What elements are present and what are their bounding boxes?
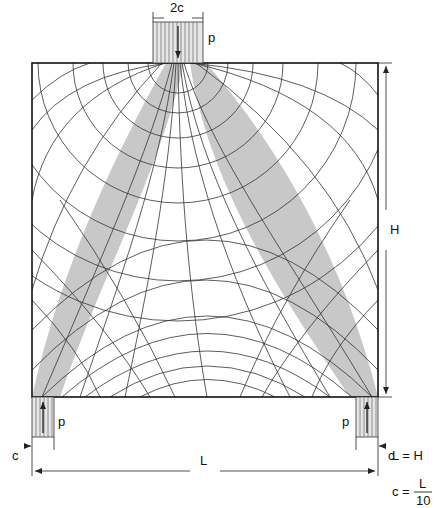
beam-outline (32, 63, 378, 397)
dimension-label: H (390, 222, 399, 237)
note-text: L (419, 476, 426, 491)
load-label: p (342, 414, 349, 429)
dimension-label: 2c (170, 0, 184, 15)
dimension-label: c (12, 448, 19, 463)
stress-trajectories (32, 63, 378, 397)
dimension-h (378, 63, 392, 397)
note-text: c = (392, 484, 410, 499)
load-label: p (58, 414, 65, 429)
dimension-label: L (200, 453, 207, 468)
fraction-bar (414, 492, 432, 493)
top-load (153, 22, 203, 63)
dimension-l (32, 437, 378, 476)
note-text: L = H (392, 448, 423, 463)
support-reactions (26, 397, 384, 450)
load-label: p (208, 30, 215, 45)
note-text: 10 (416, 493, 430, 508)
compression-bands (32, 63, 378, 397)
